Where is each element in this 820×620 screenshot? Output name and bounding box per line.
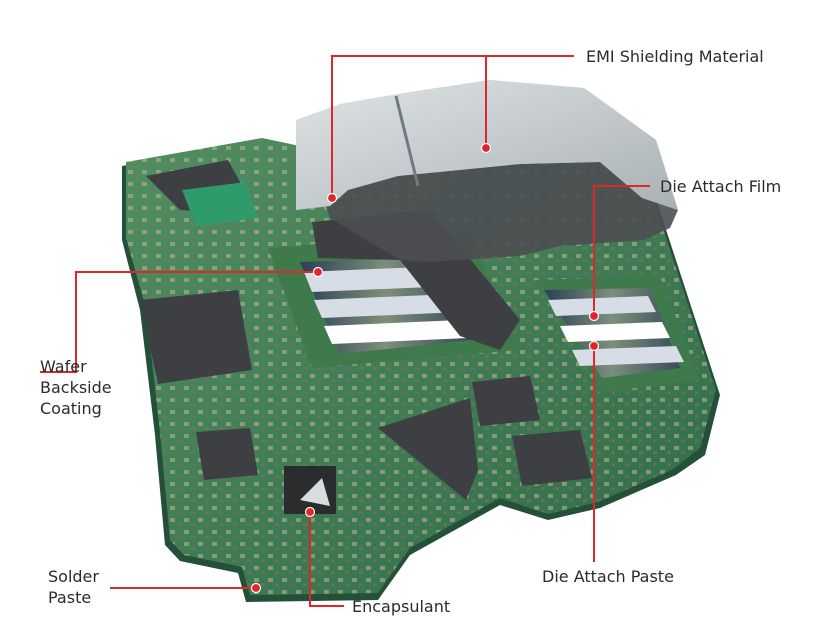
callout-emi <box>331 55 574 198</box>
label-encapsulant: Encapsulant <box>352 596 450 617</box>
label-emi-shielding-material: EMI Shielding Material <box>586 46 764 67</box>
label-solder-line2: Paste <box>48 588 92 607</box>
label-wafer-line3: Coating <box>40 399 102 418</box>
label-die-attach-film: Die Attach Film <box>660 176 781 197</box>
label-daf-text: Die Attach Film <box>660 177 782 196</box>
label-wafer-line1: Wafer <box>40 357 87 376</box>
die-stack-right <box>534 276 700 392</box>
label-encapsulant-text: Encapsulant <box>352 597 451 616</box>
label-dap-text: Die Attach Paste <box>542 567 674 586</box>
label-wafer-line2: Backside <box>40 378 112 397</box>
label-emi-text: EMI Shielding Material <box>586 47 764 66</box>
label-die-attach-paste: Die Attach Paste <box>542 566 674 587</box>
label-solder-paste: Solder Paste <box>48 566 99 608</box>
label-solder-line1: Solder <box>48 567 99 586</box>
callout-encapsulant <box>309 512 344 607</box>
callout-wafer <box>40 271 318 373</box>
callout-dots <box>250 142 600 594</box>
die-stack <box>268 210 520 368</box>
chips <box>140 160 592 514</box>
callout-daf <box>593 185 650 316</box>
label-wafer-backside-coating: Wafer Backside Coating <box>40 356 112 419</box>
callouts <box>40 55 650 607</box>
